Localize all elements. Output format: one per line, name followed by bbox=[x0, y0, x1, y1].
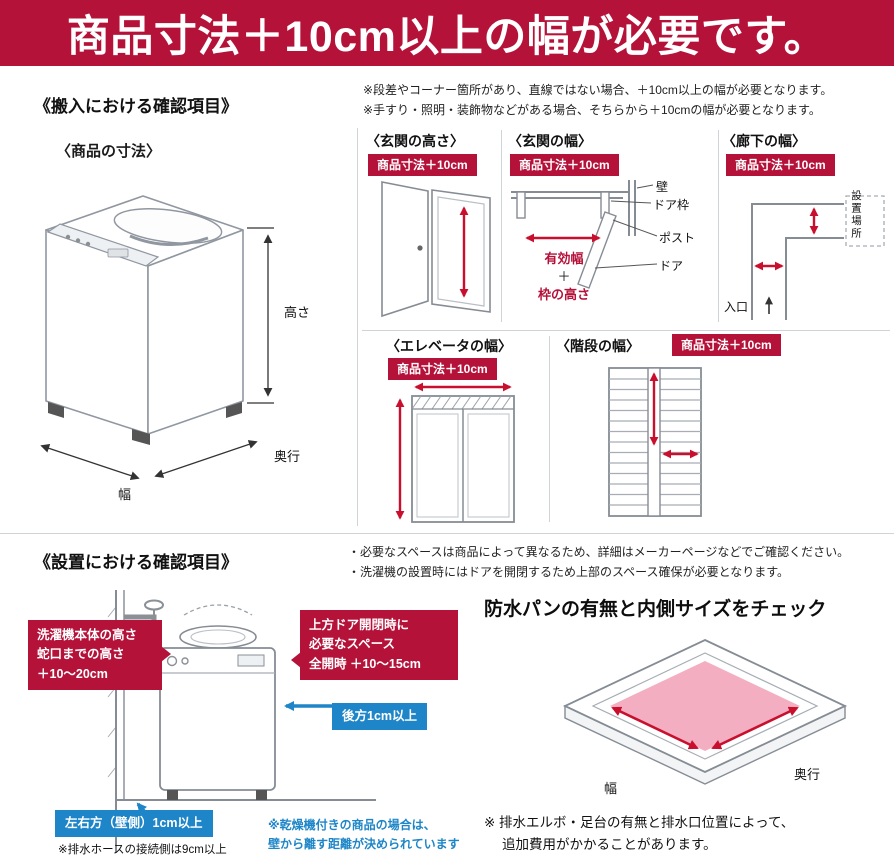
entrance-height-title: 〈玄関の高さ〉 bbox=[366, 133, 464, 149]
pan-note-line: ※ 排水エルボ・足台の有無と排水口位置によって、 bbox=[484, 815, 795, 830]
waterproof-pan-illustration bbox=[562, 639, 848, 785]
elevator-width-title: 〈エレベータの幅〉 bbox=[386, 338, 512, 354]
drain-hose-note: ※排水ホースの接続側は9cm以上 bbox=[58, 844, 227, 856]
door-illustration bbox=[381, 181, 491, 318]
place-label: 設置場所 bbox=[850, 190, 862, 240]
size-badge: 商品寸法＋10cm bbox=[672, 334, 781, 356]
entrance-plan-illustration bbox=[511, 180, 658, 289]
section-divider bbox=[0, 533, 894, 534]
lid-handle-icon bbox=[129, 234, 209, 246]
plus-sign: ＋ bbox=[557, 269, 571, 285]
installation-heading: 《設置における確認項目》 bbox=[34, 553, 238, 572]
elevator-illustration bbox=[395, 382, 515, 523]
door-frame-label: ドア枠 bbox=[653, 198, 690, 212]
wall-label: 壁 bbox=[656, 180, 669, 194]
stairs-illustration bbox=[608, 367, 702, 517]
entrance-width-title: 〈玄関の幅〉 bbox=[508, 133, 592, 149]
installation-notes: ・必要なスペースは商品によって異なるため、詳細はメーカーページなどでご確認くださ… bbox=[348, 542, 849, 583]
top-door-callout: 上方ドア開閉時に 必要なスペース 全開時 ＋10～15cm bbox=[291, 610, 458, 681]
height-label: 高さ bbox=[284, 305, 311, 320]
note-line: ※段差やコーナー箇所があり、直線ではない場合、＋10cm以上の幅が必要となります… bbox=[363, 83, 833, 97]
faucet-height-callout: 洗濯機本体の高さ 蛇口までの高さ ＋10～20cm bbox=[28, 620, 171, 691]
machine-body-icon bbox=[159, 647, 276, 791]
pan-note-line: 追加費用がかかることがあります。 bbox=[502, 836, 717, 852]
effective-width-stack: 有効幅 ＋ 枠の高さ bbox=[518, 250, 610, 305]
size-badge: 商品寸法＋10cm bbox=[388, 358, 497, 380]
banner-title: 商品寸法＋10cm以上の幅が必要です。 bbox=[66, 13, 828, 61]
open-lid-arc-icon bbox=[183, 604, 253, 616]
divider bbox=[357, 128, 358, 526]
washing-machine-illustration bbox=[40, 195, 274, 480]
size-badge: 商品寸法＋10cm bbox=[726, 154, 835, 176]
note-line: ・必要なスペースは商品によって異なるため、詳細はメーカーページなどでご確認くださ… bbox=[348, 545, 850, 559]
pan-depth-label: 奥行 bbox=[794, 767, 821, 782]
side-clearance-callout: 左右方（壁側）1cm以上 bbox=[55, 810, 213, 837]
depth-label: 奥行 bbox=[274, 449, 301, 464]
width-label: 幅 bbox=[118, 487, 132, 502]
effective-width-label: 有効幅 bbox=[544, 251, 584, 266]
pan-note: ※ 排水エルボ・足台の有無と排水口位置によって、 追加費用がかかることがあります… bbox=[484, 812, 794, 855]
note-line: ※手すり・照明・装飾物などがある場合、そちらから＋10cmの幅が必要となります。 bbox=[363, 103, 821, 118]
divider bbox=[718, 130, 719, 322]
stairs-width-title: 〈階段の幅〉 bbox=[556, 338, 640, 354]
divider bbox=[362, 330, 890, 331]
product-dimensions-title: 〈商品の寸法〉 bbox=[56, 143, 162, 160]
rear-clearance-callout: 後方1cm以上 bbox=[332, 703, 428, 730]
door-label: ドア bbox=[659, 259, 684, 273]
door-panel-icon bbox=[577, 211, 617, 289]
entrance-label: 入口 bbox=[724, 300, 749, 314]
lid-icon bbox=[113, 208, 223, 244]
dimension-arrows-icon bbox=[40, 227, 274, 480]
header-banner: 商品寸法＋10cm以上の幅が必要です。 bbox=[0, 0, 894, 66]
carry-in-heading: 《搬入における確認項目》 bbox=[34, 97, 238, 116]
hallway-width-title: 〈廊下の幅〉 bbox=[722, 133, 806, 149]
hallway-plan-illustration bbox=[751, 195, 885, 320]
pan-width-arrow-icon bbox=[611, 706, 699, 750]
divider bbox=[549, 336, 550, 522]
feet-icon bbox=[48, 402, 242, 445]
note-line: ・洗濯機の設置時にはドアを開閉するため上部のスペース確保が必要となります。 bbox=[348, 565, 790, 580]
frame-height-label: 枠の高さ bbox=[537, 287, 590, 303]
pan-depth-arrow-icon bbox=[711, 706, 799, 750]
divider bbox=[501, 130, 502, 322]
carry-in-notes: ※段差やコーナー箇所があり、直線ではない場合、＋10cm以上の幅が必要となります… bbox=[363, 80, 832, 121]
post-label: ポスト bbox=[659, 231, 696, 245]
dryer-note: ※乾燥機付きの商品の場合は、 壁から離す距離が決められています bbox=[268, 818, 460, 851]
hatch-icon bbox=[411, 395, 512, 410]
waterproof-pan-heading: 防水パンの有無と内側サイズをチェック bbox=[484, 599, 827, 620]
pan-width-label: 幅 bbox=[604, 781, 618, 796]
size-badge: 商品寸法＋10cm bbox=[510, 154, 619, 176]
size-badge: 商品寸法＋10cm bbox=[368, 154, 477, 176]
